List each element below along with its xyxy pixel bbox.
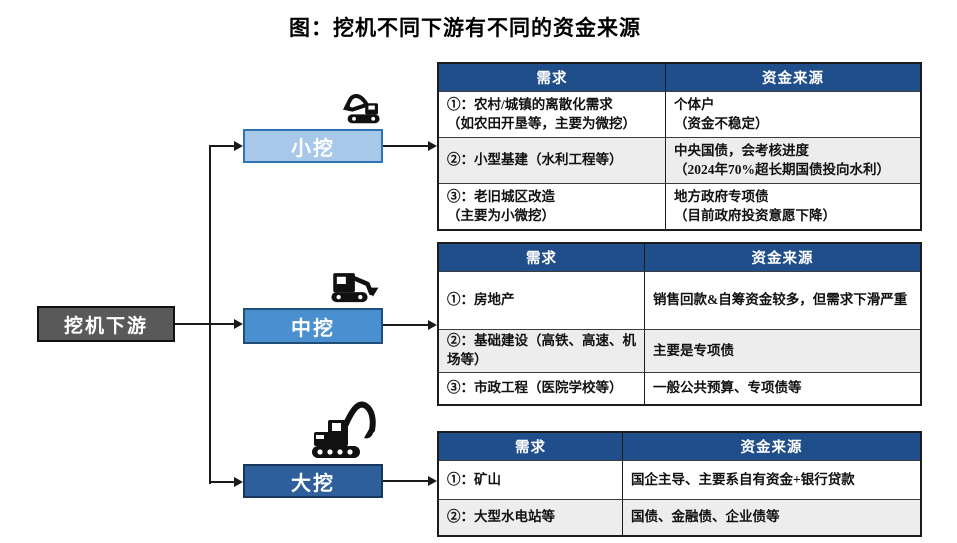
cell-funding-source: 销售回款&自筹资金较多，但需求下滑严重 xyxy=(653,292,908,308)
arrowhead-to-medium-table xyxy=(428,320,437,330)
table-row: ①：房地产 销售回款&自筹资金较多，但需求下滑严重 xyxy=(439,271,920,329)
cell-funding-source: 个体户 （资金不稳定） xyxy=(674,96,769,131)
table-row: ③：老旧城区改造 （主要为小微挖） 地方政府专项债 （目前政府投资意愿下降） xyxy=(439,183,920,229)
table-large-header-row: 需求 资金来源 xyxy=(439,433,920,460)
cell-funding-source: 国债、金融债、企业债等 xyxy=(631,509,780,525)
arrowhead-to-large-table xyxy=(428,476,437,486)
cell-demand: ③：市政工程（医院学校等） xyxy=(439,373,645,404)
table-row: ②：小型基建（水利工程等） 中央国债，会考核进度 （2024年70%超长期国债投… xyxy=(439,137,920,183)
arrowhead-to-large-box xyxy=(234,477,243,487)
root-node-excavator-downstream: 挖机下游 xyxy=(37,306,175,342)
medium-excavator-icon xyxy=(331,273,379,303)
connector-large-to-table xyxy=(383,480,428,482)
arrowhead-to-medium-box xyxy=(234,319,243,329)
cell-funding-source: 国企主导、主要系自有资金+银行贷款 xyxy=(631,471,855,487)
branch-node-small-excavator: 小挖 xyxy=(243,129,383,163)
branch-node-large-excavator: 大挖 xyxy=(243,464,383,498)
cell-funding-source: 一般公共预算、专项债等 xyxy=(653,380,802,396)
column-header-demand: 需求 xyxy=(439,64,666,91)
large-excavator-icon xyxy=(312,401,376,458)
table-small-excavator: 需求 资金来源 ①：农村/城镇的离散化需求 （如农田开垦等，主要为微挖） 个体户… xyxy=(437,62,922,231)
branch-node-medium-excavator: 中挖 xyxy=(243,308,383,344)
table-large-excavator: 需求 资金来源 ①：矿山 国企主导、主要系自有资金+银行贷款 ②：大型水电站等 … xyxy=(437,431,922,537)
connector-small-to-table xyxy=(383,145,428,147)
connector-medium-to-table xyxy=(383,324,428,326)
table-row: ②：大型水电站等 国债、金融债、企业债等 xyxy=(439,499,920,535)
table-small-header-row: 需求 资金来源 xyxy=(439,64,920,91)
cell-demand: ①：房地产 xyxy=(439,272,645,329)
table-medium-excavator: 需求 资金来源 ①：房地产 销售回款&自筹资金较多，但需求下滑严重 ②：基础建设… xyxy=(437,242,922,406)
table-medium-header-row: 需求 资金来源 xyxy=(439,244,920,271)
connector-root-out xyxy=(175,323,234,325)
connector-trunk xyxy=(209,145,211,484)
cell-funding-source: 中央国债，会考核进度 （2024年70%超长期国债投向水利） xyxy=(674,142,890,177)
arrowhead-to-small-table xyxy=(428,141,437,151)
cell-demand: ②：基础建设（高铁、高速、机场等） xyxy=(439,330,645,372)
arrowhead-to-small-box xyxy=(234,141,243,151)
column-header-funding-source: 资金来源 xyxy=(751,251,814,267)
mini-excavator-icon xyxy=(342,94,380,124)
cell-demand: ①：农村/城镇的离散化需求 （如农田开垦等，主要为微挖） xyxy=(439,92,666,137)
column-header-funding-source: 资金来源 xyxy=(740,440,803,456)
column-header-funding-source: 资金来源 xyxy=(762,71,824,87)
connector-branch-small xyxy=(209,145,234,147)
table-row: ②：基础建设（高铁、高速、机场等） 主要是专项债 xyxy=(439,329,920,372)
branch-node-large-label: 大挖 xyxy=(291,472,335,495)
table-row: ③：市政工程（医院学校等） 一般公共预算、专项债等 xyxy=(439,372,920,404)
cell-demand: ①：矿山 xyxy=(439,461,623,499)
cell-demand: ②：小型基建（水利工程等） xyxy=(439,138,666,183)
root-node-label: 挖机下游 xyxy=(63,315,148,337)
branch-node-medium-label: 中挖 xyxy=(291,317,335,340)
figure-title: 图：挖机不同下游有不同的资金来源 xyxy=(289,16,641,40)
connector-branch-large xyxy=(209,481,234,483)
table-row: ①：矿山 国企主导、主要系自有资金+银行贷款 xyxy=(439,460,920,499)
cell-demand: ②：大型水电站等 xyxy=(439,500,623,535)
branch-node-small-label: 小挖 xyxy=(291,137,335,160)
cell-funding-source: 地方政府专项债 （目前政府投资意愿下降） xyxy=(674,188,836,223)
table-row: ①：农村/城镇的离散化需求 （如农田开垦等，主要为微挖） 个体户 （资金不稳定） xyxy=(439,91,920,137)
column-header-demand: 需求 xyxy=(439,244,645,271)
cell-demand: ③：老旧城区改造 （主要为小微挖） xyxy=(439,184,666,229)
cell-funding-source: 主要是专项债 xyxy=(653,342,734,358)
column-header-demand: 需求 xyxy=(439,433,623,460)
